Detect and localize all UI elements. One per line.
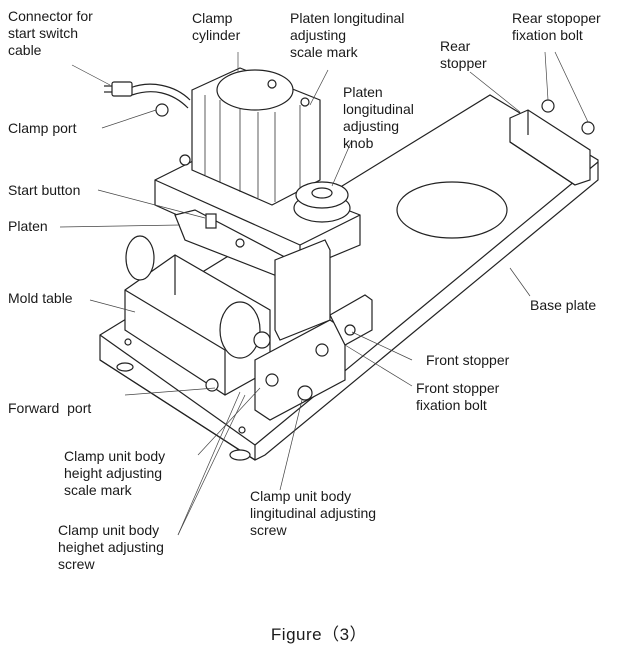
- feet-drawing: [116, 338, 251, 461]
- label-platen-scale: Platen longitudinal adjusting scale mark: [290, 10, 405, 60]
- label-platen: Platen: [8, 218, 48, 234]
- label-mold-table: Mold table: [8, 290, 73, 306]
- label-start-button: Start button: [8, 182, 81, 198]
- connector-drawing: [104, 81, 191, 166]
- label-platen-knob: Platen longitudinal adjusting knob: [343, 84, 414, 151]
- mold-table-drawing: [124, 235, 271, 396]
- label-connector: Connector for start switch cable: [8, 8, 93, 58]
- knob-drawing: [293, 181, 351, 223]
- label-clamp-height-scale: Clamp unit body height adjusting scale m…: [64, 448, 166, 498]
- label-clamp-port: Clamp port: [8, 120, 77, 136]
- label-rear-stopper: Rear stopper: [440, 38, 487, 71]
- label-forward-port: Forward port: [8, 400, 92, 416]
- label-rear-bolt: Rear stopoper fixation bolt: [512, 10, 601, 43]
- clamp-cylinder-drawing: [191, 67, 321, 206]
- label-clamp-cylinder: Clamp cylinder: [192, 10, 241, 43]
- platen-drawing: [154, 154, 361, 341]
- figure-caption: Figure（3）: [270, 625, 368, 644]
- label-base-plate: Base plate: [530, 297, 597, 313]
- label-front-bolt: Front stopper fixation bolt: [416, 380, 500, 413]
- label-clamp-long-screw: Clamp unit body lingitudinal adjusting s…: [250, 488, 377, 538]
- label-clamp-height-screw: Clamp unit body heighet adjusting screw: [58, 522, 164, 572]
- front-bracket-drawing: [254, 294, 373, 421]
- label-front-stopper: Front stopper: [426, 352, 510, 368]
- rear-stopper-drawing: [509, 99, 595, 186]
- leader-lines: [59, 51, 589, 536]
